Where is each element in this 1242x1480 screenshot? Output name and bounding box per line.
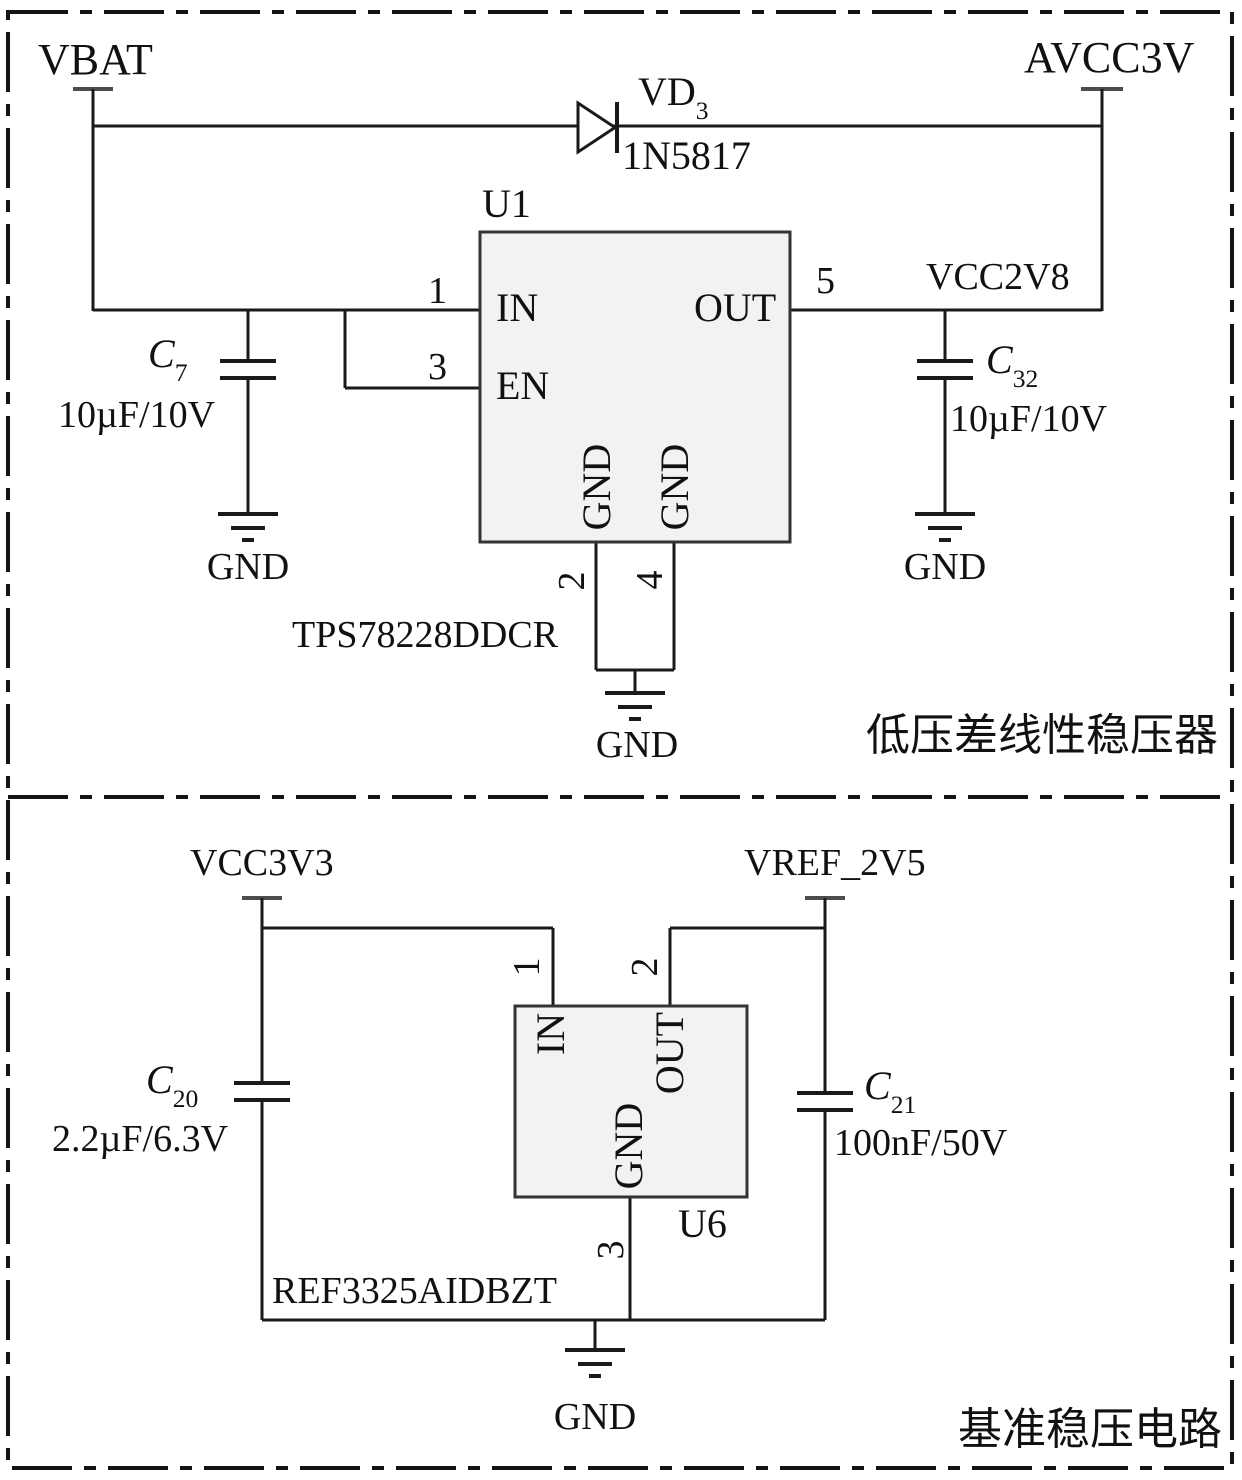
u1-pin1-number: 1: [428, 270, 447, 312]
ground-symbol-u1: [605, 691, 665, 721]
wires-bottom: [260, 898, 827, 1350]
section-title-top: 低压差线性稳压器: [866, 711, 1218, 760]
diode-part-label: 1N5817: [622, 133, 751, 178]
section-title-bottom: 基准稳压电路: [958, 1405, 1222, 1454]
net-label-vcc2v8: VCC2V8: [926, 256, 1070, 298]
cap-value-c32: 10µF/10V: [950, 398, 1108, 440]
u1-pin-gnd4-label: GND: [652, 443, 697, 531]
cap-ref-c7-base: C: [148, 331, 175, 376]
cap-ref-c7-sub: 7: [174, 357, 188, 387]
cap-ref-c20: C20: [146, 1057, 198, 1111]
u6-ref-label: U6: [678, 1201, 727, 1246]
diode-icon: [576, 100, 619, 155]
diode-ref-label: VD3: [638, 69, 709, 123]
ground-symbol-u6: [565, 1348, 625, 1378]
capacitor-c7-icon: [220, 359, 276, 380]
u1-pin-gnd2-label: GND: [574, 443, 619, 531]
u1-ref-label: U1: [482, 181, 531, 226]
net-label-vcc3v3: VCC3V3: [190, 842, 334, 884]
u1-pin5-number: 5: [816, 260, 835, 302]
cap-ref-c21-base: C: [864, 1063, 891, 1108]
wires-top: [91, 89, 1104, 693]
diode-ref-sub: 3: [695, 95, 709, 125]
gnd-label-c7: GND: [206, 546, 290, 588]
u6-pin-gnd-label: GND: [606, 1102, 651, 1190]
ground-symbol-c32: [915, 512, 975, 542]
cap-value-c20: 2.2µF/6.3V: [52, 1118, 229, 1160]
cap-ref-c21-sub: 21: [890, 1089, 917, 1119]
net-label-vref: VREF_2V5: [744, 842, 926, 884]
u1-part-label: TPS78228DDCR: [292, 614, 559, 656]
gnd-label-c32: GND: [903, 546, 987, 588]
u1-pin4-number: 4: [629, 570, 671, 590]
u6-part-label: REF3325AIDBZT: [272, 1270, 557, 1312]
capacitor-symbols: [220, 359, 973, 1112]
cap-ref-c32-base: C: [986, 337, 1013, 382]
capacitor-c32-icon: [917, 359, 973, 380]
u6-pin-out-label: OUT: [647, 1011, 692, 1095]
cap-ref-c20-base: C: [146, 1057, 173, 1102]
u6-pin-in-label: IN: [528, 1012, 573, 1056]
cap-ref-c20-sub: 20: [172, 1083, 199, 1113]
capacitor-c21-icon: [797, 1091, 853, 1112]
u6-pin1-number: 1: [506, 957, 548, 977]
capacitor-c20-icon: [234, 1081, 290, 1102]
u6-chip-body: [513, 1004, 749, 1199]
u1-chip-body: [478, 230, 792, 544]
gnd-label-u6: GND: [553, 1396, 637, 1438]
cap-ref-c32-sub: 32: [1012, 363, 1039, 393]
ground-symbols: [218, 512, 975, 1378]
u1-pin-out-label: OUT: [694, 285, 777, 330]
diode-ref-base: VD: [638, 69, 696, 114]
cap-ref-c32: C32: [986, 337, 1038, 391]
cap-value-c21: 100nF/50V: [834, 1122, 1008, 1164]
cap-ref-c21: C21: [864, 1063, 916, 1117]
u1-pin-en-label: EN: [496, 363, 550, 408]
net-label-avcc3v: AVCC3V: [1024, 33, 1195, 82]
ground-symbol-c7: [218, 512, 278, 542]
net-label-vbat: VBAT: [38, 35, 153, 84]
u6-pin2-number: 2: [624, 957, 666, 977]
gnd-label-u1: GND: [595, 724, 679, 766]
cap-ref-c7: C7: [148, 331, 187, 385]
cap-value-c7: 10µF/10V: [58, 394, 216, 436]
u1-pin-in-label: IN: [496, 285, 539, 330]
u1-pin2-number: 2: [551, 571, 593, 591]
u6-pin3-number: 3: [590, 1240, 632, 1260]
frame-border: [6, 10, 1234, 1470]
u1-pin3-number: 3: [428, 346, 447, 388]
